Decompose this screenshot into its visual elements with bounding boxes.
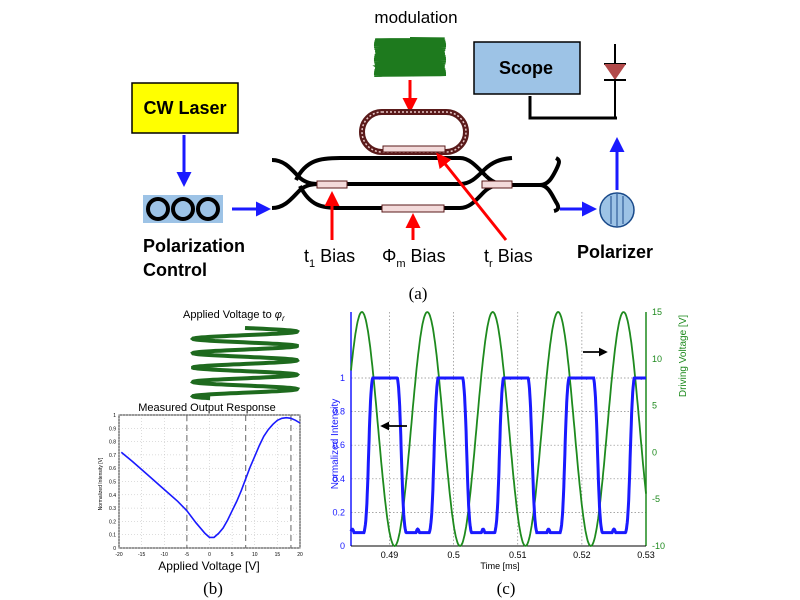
chart-b-ytick-label: 0.1 (109, 533, 116, 539)
panel-a-label: (a) (409, 284, 428, 303)
modulation-label: modulation (374, 8, 457, 27)
chart-b-xlabel: Applied Voltage [V] (158, 559, 259, 573)
chart-c-xtick-label: 0.53 (637, 550, 655, 560)
chart-b: -20 -15 -10 -5 0 5 10 15 20 0 0.1 0.2 0.3 0.4 0.5 0.6 0.… (109, 413, 303, 558)
chart-b-ytick-label: 1 (113, 413, 116, 419)
chart-c-ytick-label: 0.6 (332, 440, 345, 450)
chart-c-xtick-label: 0.52 (573, 550, 591, 560)
photodiode (604, 44, 626, 118)
scope-label: Scope (499, 58, 553, 78)
chart-b-ytick-label: 0.8 (109, 440, 116, 446)
polarizer (599, 192, 635, 228)
chart-c-ylabel-right: Driving Voltage [V] (678, 315, 689, 397)
chart-b-ylabel: Normalized Intensity [V] (98, 457, 104, 510)
chart-b-drive-wave (189, 326, 301, 401)
heater-phim (381, 204, 445, 213)
polarizer-label: Polarizer (577, 242, 653, 262)
scope-wire (528, 96, 617, 120)
panel-b: Applied Voltage to φr Measured Output Re… (98, 309, 303, 598)
chart-c-ytick-label: 0 (340, 541, 345, 551)
cw-laser-label: CW Laser (143, 98, 226, 118)
panel-c-label: (c) (497, 579, 516, 598)
modulation-wave (372, 37, 447, 77)
chart-c-xtick-label: 0.5 (447, 550, 460, 560)
chart-c-driving-voltage-line (350, 311, 647, 547)
chart-b-ytick-label: 0.5 (109, 480, 116, 486)
panel-a: modulation CW Laser (131, 8, 653, 303)
chart-b-xtick-label: 0 (208, 552, 211, 558)
chart-b-xtick-label: 5 (231, 552, 234, 558)
polarization-label-2: Control (143, 260, 207, 280)
t1-bias-label: t1 Bias (304, 246, 355, 270)
phim-bias-label: Φm Bias (382, 246, 446, 270)
chart-b-xtick-label: 10 (252, 552, 258, 558)
chart-b-ytick-label: 0.2 (109, 519, 116, 525)
chart-b-title: Measured Output Response (138, 402, 276, 414)
chart-b-xtick-label: -15 (138, 552, 145, 558)
polarization-label-1: Polarization (143, 236, 245, 256)
polarization-controller (143, 195, 223, 223)
chart-b-xtick-label: -10 (161, 552, 168, 558)
chart-c-ytick-right-label: 5 (652, 401, 657, 411)
cw-laser-box (131, 82, 239, 134)
chart-c-ytick-right-label: 0 (652, 447, 657, 457)
chart-c-xtick-label: 0.51 (509, 550, 527, 560)
chart-b-ytick-label: 0.7 (109, 453, 116, 459)
chart-c-ytick-right-label: 10 (652, 354, 662, 364)
chart-b-ytick-label: 0.3 (109, 506, 116, 512)
chart-b-ytick-label: 0.4 (109, 493, 116, 499)
waveguide-network (271, 156, 561, 213)
chart-b-ytick-label: 0.9 (109, 426, 116, 432)
chart-c-ylabel: Normalized Intensity (330, 399, 341, 490)
chart-b-ytick-label: 0 (113, 546, 116, 552)
panel-c: 0.49 0.5 0.51 0.52 0.53 0 0.2 0.4 0.6 0.8 1 -10 -5 0 5… (330, 307, 689, 598)
chart-b-xtick-label: 15 (275, 552, 281, 558)
chart-b-xtick-label: -5 (185, 552, 190, 558)
tr-bias-label: tr Bias (484, 246, 533, 270)
ring-heater (382, 145, 446, 153)
tr-bias-arrow (436, 152, 508, 241)
chart-c-ytick-right-label: 15 (652, 307, 662, 317)
chart-c-xtick-label: 0.49 (381, 550, 399, 560)
chart-b-top-annotation: Applied Voltage to φr (183, 309, 285, 323)
chart-c-intensity-line (349, 376, 646, 535)
scope-box (473, 41, 581, 95)
panel-b-label: (b) (203, 579, 223, 598)
chart-b-ytick-label: 0.6 (109, 466, 116, 472)
chart-c-xlabel: Time [ms] (480, 561, 519, 571)
chart-c-ytick-label: 0.2 (332, 507, 345, 517)
heater-t1 (316, 180, 348, 189)
chart-c-ytick-label: 0.8 (332, 407, 345, 417)
heater-tr-out (481, 180, 513, 189)
chart-c-ytick-right-label: -10 (652, 541, 665, 551)
chart-c-ytick-label: 0.4 (332, 474, 345, 484)
chart-b-xtick-label: -20 (115, 552, 122, 558)
chart-b-response-line (120, 416, 301, 539)
chart-b-xtick-label: 20 (297, 552, 303, 558)
chart-c-ytick-label: 1 (340, 373, 345, 383)
chart-c: 0.49 0.5 0.51 0.52 0.53 0 0.2 0.4 0.6 0.8 1 -10 -5 0 5… (332, 307, 665, 560)
chart-c-ytick-right-label: -5 (652, 494, 660, 504)
